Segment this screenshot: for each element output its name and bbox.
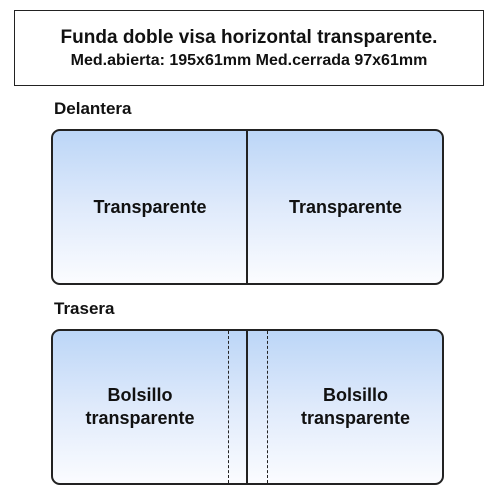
back-panel: Bolsillo transparente Bolsillo transpare… bbox=[51, 329, 444, 485]
front-right-text: Transparente bbox=[288, 196, 403, 217]
back-right-dashed-line bbox=[267, 331, 268, 483]
front-left-text: Transparente bbox=[93, 196, 207, 217]
front-right-half: Transparente bbox=[249, 131, 442, 283]
back-left-dashed-line bbox=[228, 331, 229, 483]
front-fold-line bbox=[246, 131, 248, 283]
front-section-label: Delantera bbox=[54, 99, 132, 118]
back-right-text-line-2: transparente bbox=[300, 408, 411, 428]
front-left-half: Transparente bbox=[53, 131, 247, 283]
front-panel: Transparente Transparente bbox=[51, 129, 444, 285]
back-right-text-line-1: Bolsillo bbox=[322, 385, 388, 405]
back-fold-line bbox=[246, 331, 248, 483]
back-left-pocket: Bolsillo transparente bbox=[53, 331, 227, 483]
back-left-text-line-2: transparente bbox=[85, 408, 195, 428]
title-line-1: Funda doble visa horizontal transparente… bbox=[60, 26, 438, 48]
back-left-text-line-1: Bolsillo bbox=[107, 385, 173, 405]
title-line-2: Med.abierta: 195x61mm Med.cerrada 97x61m… bbox=[70, 51, 428, 69]
back-right-pocket: Bolsillo transparente bbox=[269, 331, 442, 483]
title-box: Funda doble visa horizontal transparente… bbox=[14, 10, 484, 86]
back-section-label: Trasera bbox=[54, 299, 115, 318]
